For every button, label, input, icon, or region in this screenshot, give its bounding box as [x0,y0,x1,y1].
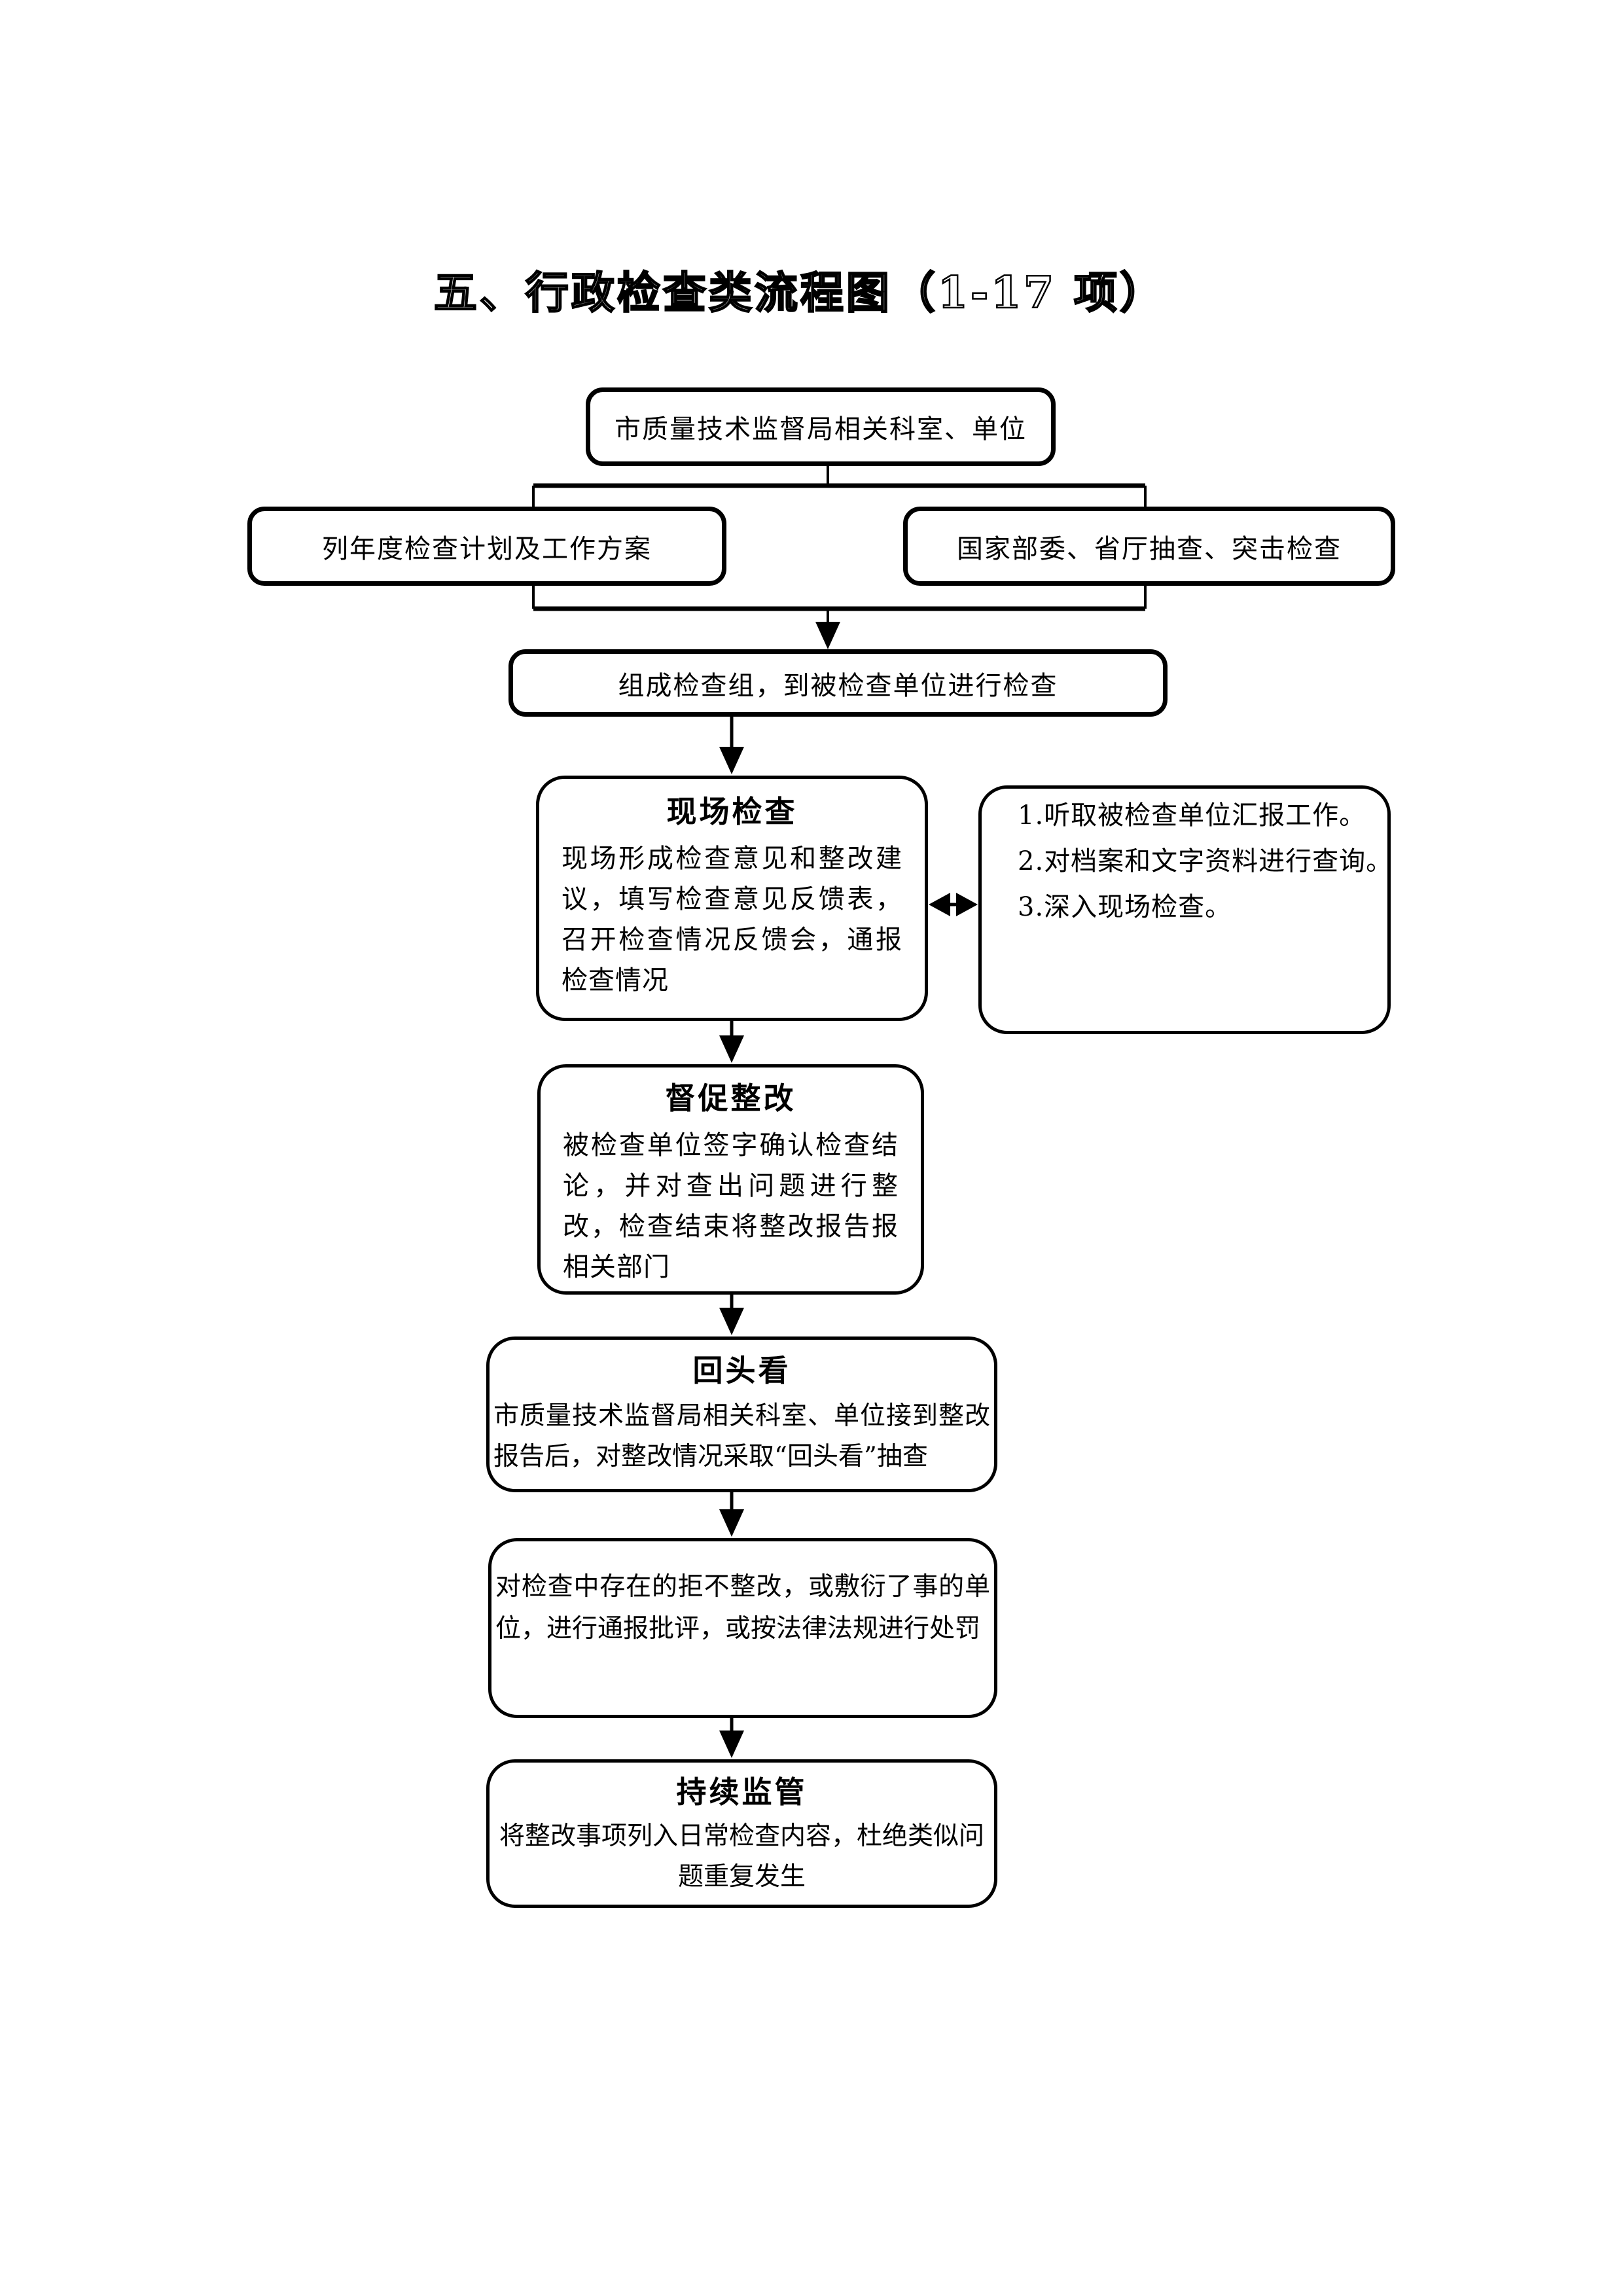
box-form-team: 组成检查组，到被检查单位进行检查 [508,649,1168,717]
box-national-inspection: 国家部委、省厅抽查、突击检查 [903,507,1395,586]
box-annual-plan: 列年度检查计划及工作方案 [247,507,726,586]
box-onsite-title: 现场检查 [666,794,798,829]
box-look-back-body: 市质量技术监督局相关科室、单位接到整改报告后，对整改情况采取“回头看”抽查 [493,1401,990,1471]
side-note-item: 1.听取被检查单位汇报工作。 [1018,800,1366,831]
arrow-to-look-back [719,1293,744,1335]
box-national-inspection-label: 国家部委、省厅抽查、突击检查 [957,533,1342,564]
side-note-item: 2.对档案和文字资料进行查询。 [1018,846,1393,876]
arrow-to-form-team [815,609,840,649]
box-continuous-body: 将整改事项列入日常检查内容，杜绝类似问题重复发生 [499,1821,984,1892]
box-form-team-label: 组成检查组，到被检查单位进行检查 [618,670,1058,701]
box-urge-rectify-title: 督促整改 [665,1081,796,1116]
box-urge-rectify: 督促整改 被检查单位签字确认检查结论，并对查出问题进行整改，检查结束将整改报告报… [537,1064,924,1295]
arrow-to-continuous [719,1717,744,1758]
arrow-to-onsite [719,716,744,774]
box-continuous-supervision: 持续监管 将整改事项列入日常检查内容，杜绝类似问题重复发生 [486,1759,997,1908]
box-onsite-inspection: 现场检查 现场形成检查意见和整改建议，填写检查意见反馈表，召开检查情况反馈会，通… [536,776,928,1021]
box-punishment: 对检查中存在的拒不整改，或敷衍了事的单位，进行通报批评，或按法律法规进行处罚 [488,1538,997,1718]
box-department: 市质量技术监督局相关科室、单位 [586,387,1056,466]
box-look-back: 回头看 市质量技术监督局相关科室、单位接到整改报告后，对整改情况采取“回头看”抽… [486,1336,997,1492]
box-urge-rectify-body: 被检查单位签字确认检查结论，并对查出问题进行整改，检查结束将整改报告报相关部门 [563,1130,899,1282]
side-note-item: 3.深入现场检查。 [1018,892,1232,922]
box-punishment-body: 对检查中存在的拒不整改，或敷衍了事的单位，进行通报批评，或按法律法规进行处罚 [495,1572,990,1643]
box-side-notes: 1.听取被检查单位汇报工作。 2.对档案和文字资料进行查询。 3.深入现场检查。 [978,785,1393,1034]
page-title: 五、行政检查类流程图（1-17 项） [433,267,1166,318]
box-continuous-title: 持续监管 [676,1774,808,1810]
box-look-back-title: 回头看 [692,1353,791,1388]
box-annual-plan-label: 列年度检查计划及工作方案 [322,533,652,564]
connector-merge [532,584,1147,611]
connector-top-split [532,465,1147,509]
arrow-to-rectify [719,1020,744,1063]
double-arrow-onsite-notes [929,893,978,916]
arrow-to-punishment [719,1491,744,1537]
box-onsite-body: 现场形成检查意见和整改建议，填写检查意见反馈表，召开检查情况反馈会，通报检查情况 [562,844,902,996]
box-department-label: 市质量技术监督局相关科室、单位 [615,414,1027,444]
